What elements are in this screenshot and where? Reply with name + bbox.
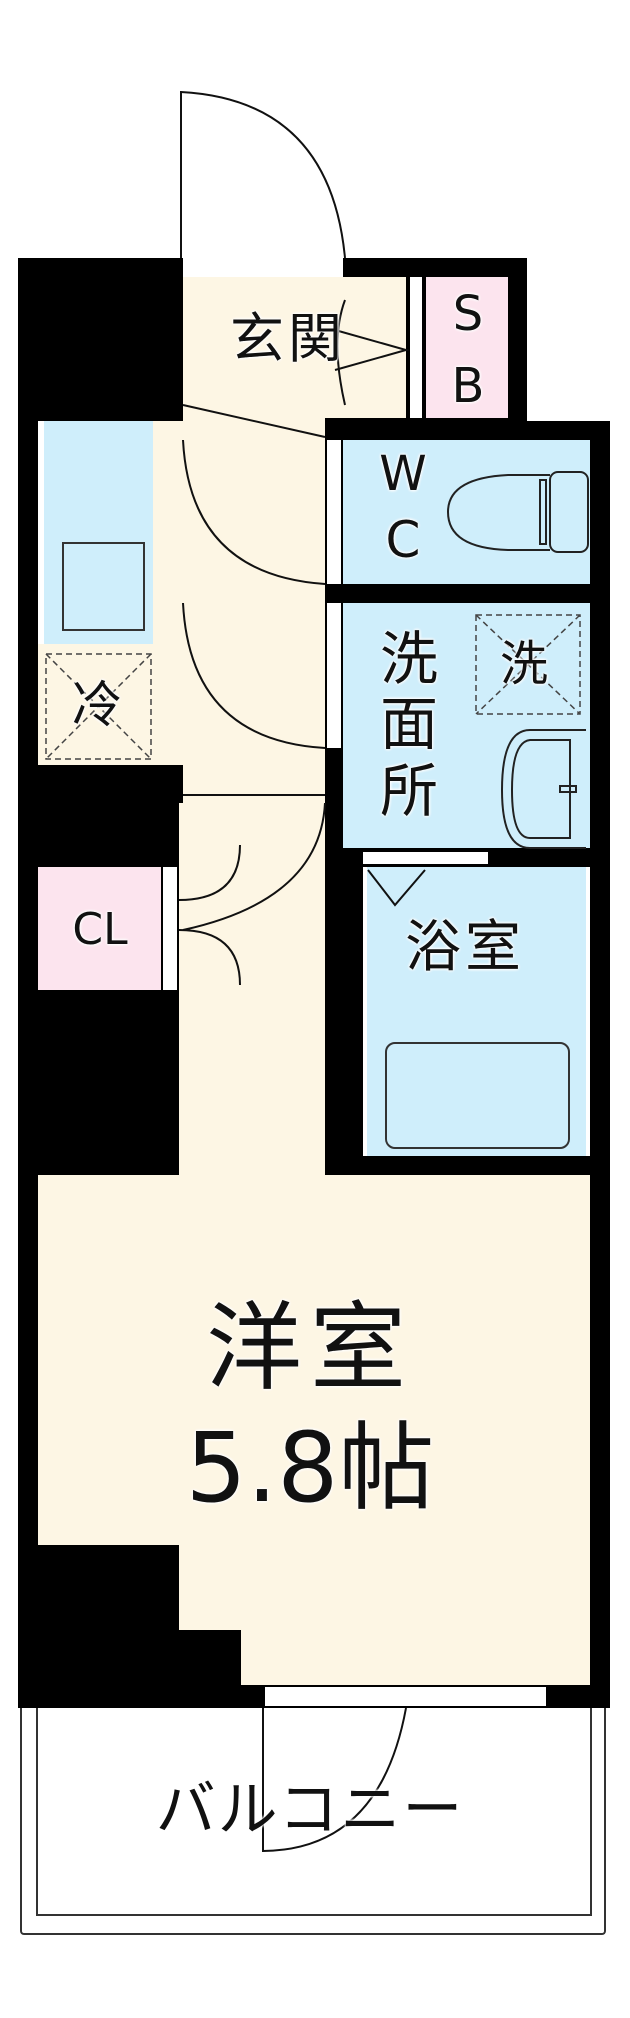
shoe-box: [426, 277, 508, 418]
bathroom-label: 浴室: [405, 915, 525, 980]
main-room-label: 洋室: [206, 1292, 414, 1404]
fridge-label: 冷: [72, 676, 122, 734]
shoe-box-label-s: S: [452, 286, 484, 342]
washroom-door-swing: [182, 602, 326, 749]
balcony: [20, 1708, 606, 1935]
bathroom-door[interactable]: [363, 850, 488, 866]
balcony-window[interactable]: [263, 1685, 548, 1708]
hall-door-swing: [182, 794, 326, 931]
washer-box: [475, 614, 581, 715]
wc-label-w: W: [379, 446, 427, 502]
balcony-door-swing: [262, 1707, 407, 1853]
washroom-label-1: 洗: [380, 625, 439, 693]
wc-door[interactable]: [325, 440, 343, 584]
kitchen-sink: [62, 542, 145, 631]
balcony-inner-rail: [36, 1708, 592, 1916]
entrance-label: 玄関: [230, 307, 346, 370]
closet-door[interactable]: [161, 867, 179, 990]
entrance-step: [182, 404, 326, 438]
closet-label: CL: [72, 904, 128, 955]
balcony-label: バルコニー: [155, 1775, 465, 1845]
bath-door-mark: [367, 869, 426, 907]
shoe-box-door: [408, 277, 424, 418]
entrance-floor: [183, 277, 406, 418]
toilet-room: [343, 440, 590, 584]
toilet-icon: [446, 471, 589, 553]
wc-label-c: C: [385, 511, 421, 569]
fridge-box: [45, 653, 152, 760]
washroom-door[interactable]: [325, 603, 343, 748]
entry-door-frame: [181, 258, 345, 277]
main-room-floor-3: [241, 1625, 590, 1685]
shoe-box-label-b: B: [451, 358, 485, 414]
main-room-floor-2: [179, 1540, 590, 1630]
washbasin-icon: [500, 729, 586, 849]
washroom-label-2: 面: [380, 690, 439, 758]
bathtub: [385, 1042, 570, 1149]
closet: [38, 867, 161, 990]
entry-door-swing: [180, 90, 346, 259]
main-room-size: 5.8帖: [185, 1412, 435, 1524]
main-room-floor: [38, 1175, 590, 1545]
closet-door-swing: [178, 844, 241, 986]
wc-door-swing: [182, 439, 326, 585]
washroom-label-3: 所: [380, 757, 439, 825]
hallway-lower: [179, 803, 325, 1178]
washer-label: 洗: [500, 636, 549, 692]
entrance-door-mark: [334, 299, 410, 406]
